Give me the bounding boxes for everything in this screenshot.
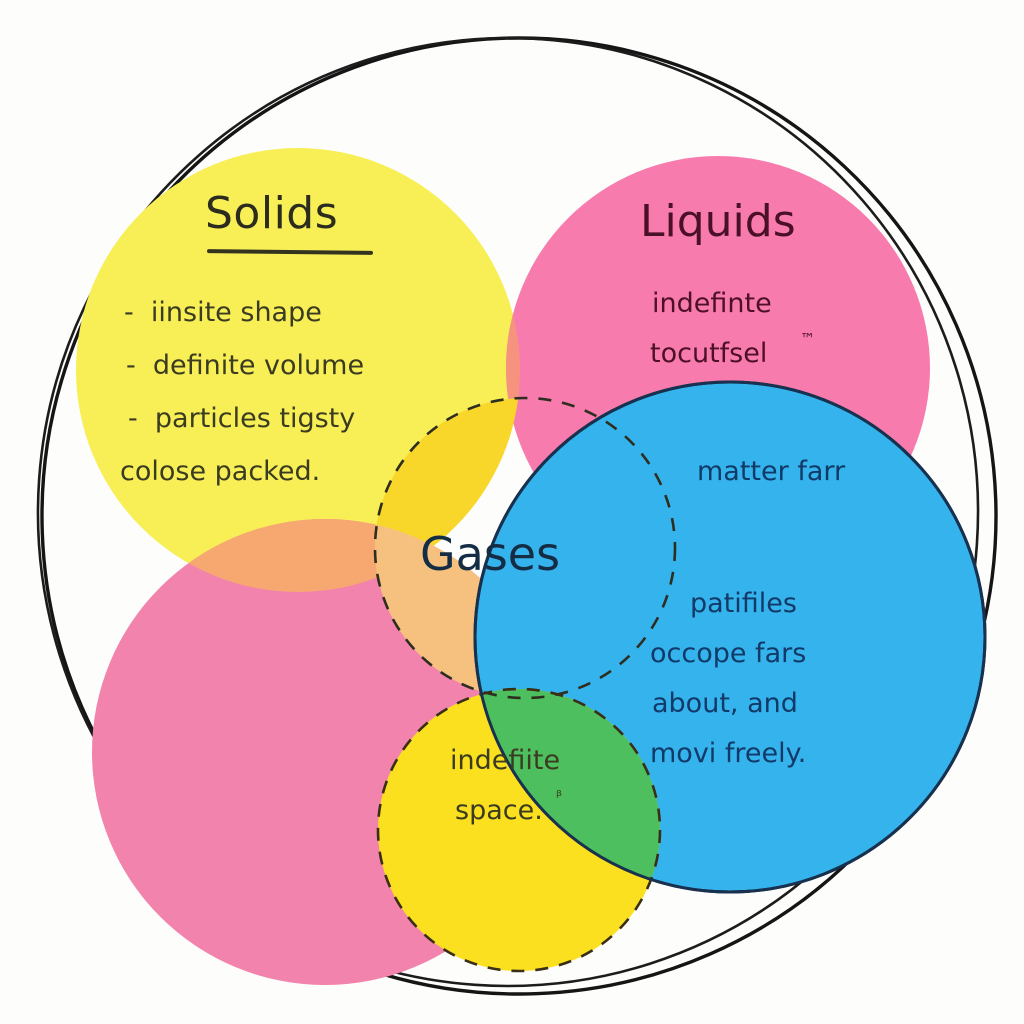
gases-over-bottompink-tint xyxy=(375,519,558,698)
blue-circle-outline xyxy=(473,380,987,894)
bottom-yellow-dashed-outline[interactable] xyxy=(376,687,662,973)
overlap-bottomYellow-blue xyxy=(475,689,660,892)
gases-dashed-outline[interactable] xyxy=(373,396,677,700)
gases-over-yellow-tint xyxy=(375,398,520,592)
outer-boundary-circle-secondary xyxy=(36,36,980,988)
